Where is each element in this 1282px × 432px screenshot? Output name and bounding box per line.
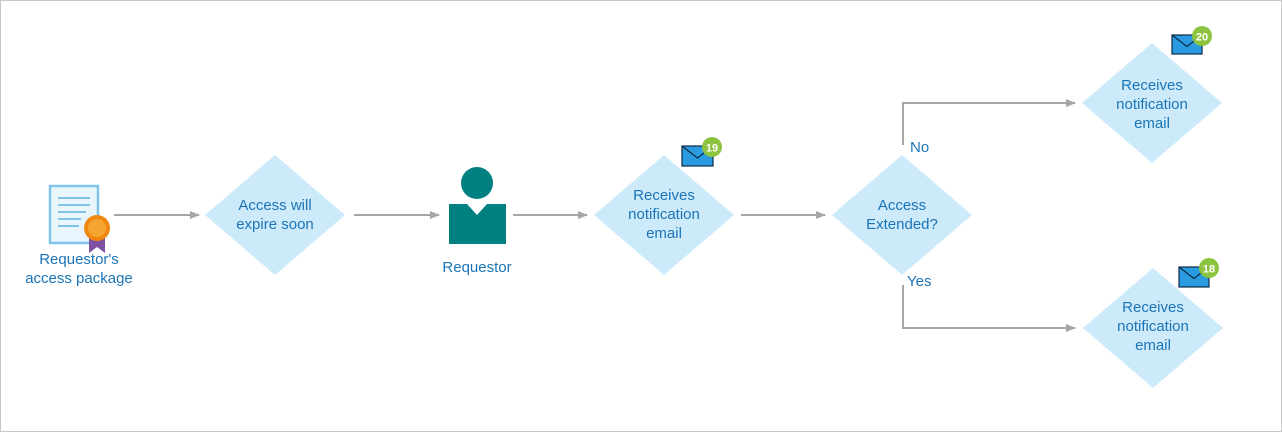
decision-line1: Access <box>877 197 927 214</box>
package-line1: Requestor's <box>39 251 119 268</box>
certificate-icon <box>48 184 110 253</box>
expire-line2: expire soon <box>236 216 314 233</box>
notify-20-line2: notification <box>1116 96 1188 113</box>
notify-20-line1: Receives <box>1121 77 1183 94</box>
package-line2: access package <box>25 270 133 287</box>
diamond-notify-20 <box>1082 43 1222 163</box>
notify-19-line2: notification <box>628 206 700 223</box>
notify-18-line2: notification <box>1117 318 1189 335</box>
diamond-notify-19 <box>594 155 734 275</box>
label-requestor: Requestor <box>442 259 512 276</box>
badge-19-text: 19 <box>706 143 718 155</box>
edge-label-no: No <box>910 139 930 156</box>
notify-19-line1: Receives <box>633 187 695 204</box>
diamond-notify-18 <box>1083 268 1223 388</box>
notify-20-line3: email <box>1134 115 1170 132</box>
badge-19 <box>702 137 722 157</box>
expire-line1: Access will <box>238 197 312 214</box>
label-notify-20: Receives notification email <box>1092 76 1212 133</box>
label-requestors-access-package: Requestor's access package <box>9 250 149 288</box>
arrow-decision-yes <box>902 285 1076 332</box>
decision-line2: Extended? <box>866 216 938 233</box>
label-notify-19: Receives notification email <box>604 186 724 243</box>
label-access-will-expire: Access will expire soon <box>215 196 335 234</box>
label-notify-18: Receives notification email <box>1093 298 1213 355</box>
notify-18-line3: email <box>1135 337 1171 354</box>
edge-label-yes: Yes <box>907 273 932 290</box>
badge-20 <box>1192 26 1212 46</box>
person-icon <box>449 167 506 244</box>
badge-18-text: 18 <box>1203 264 1215 276</box>
notify-19-line3: email <box>646 225 682 242</box>
diamond-access-extended <box>832 155 972 275</box>
diamond-access-will-expire <box>205 155 345 275</box>
badge-20-text: 20 <box>1196 32 1208 44</box>
label-access-extended: Access Extended? <box>842 196 962 234</box>
notify-18-line1: Receives <box>1122 299 1184 316</box>
arrow-decision-no <box>902 99 1076 145</box>
badge-18 <box>1199 258 1219 278</box>
